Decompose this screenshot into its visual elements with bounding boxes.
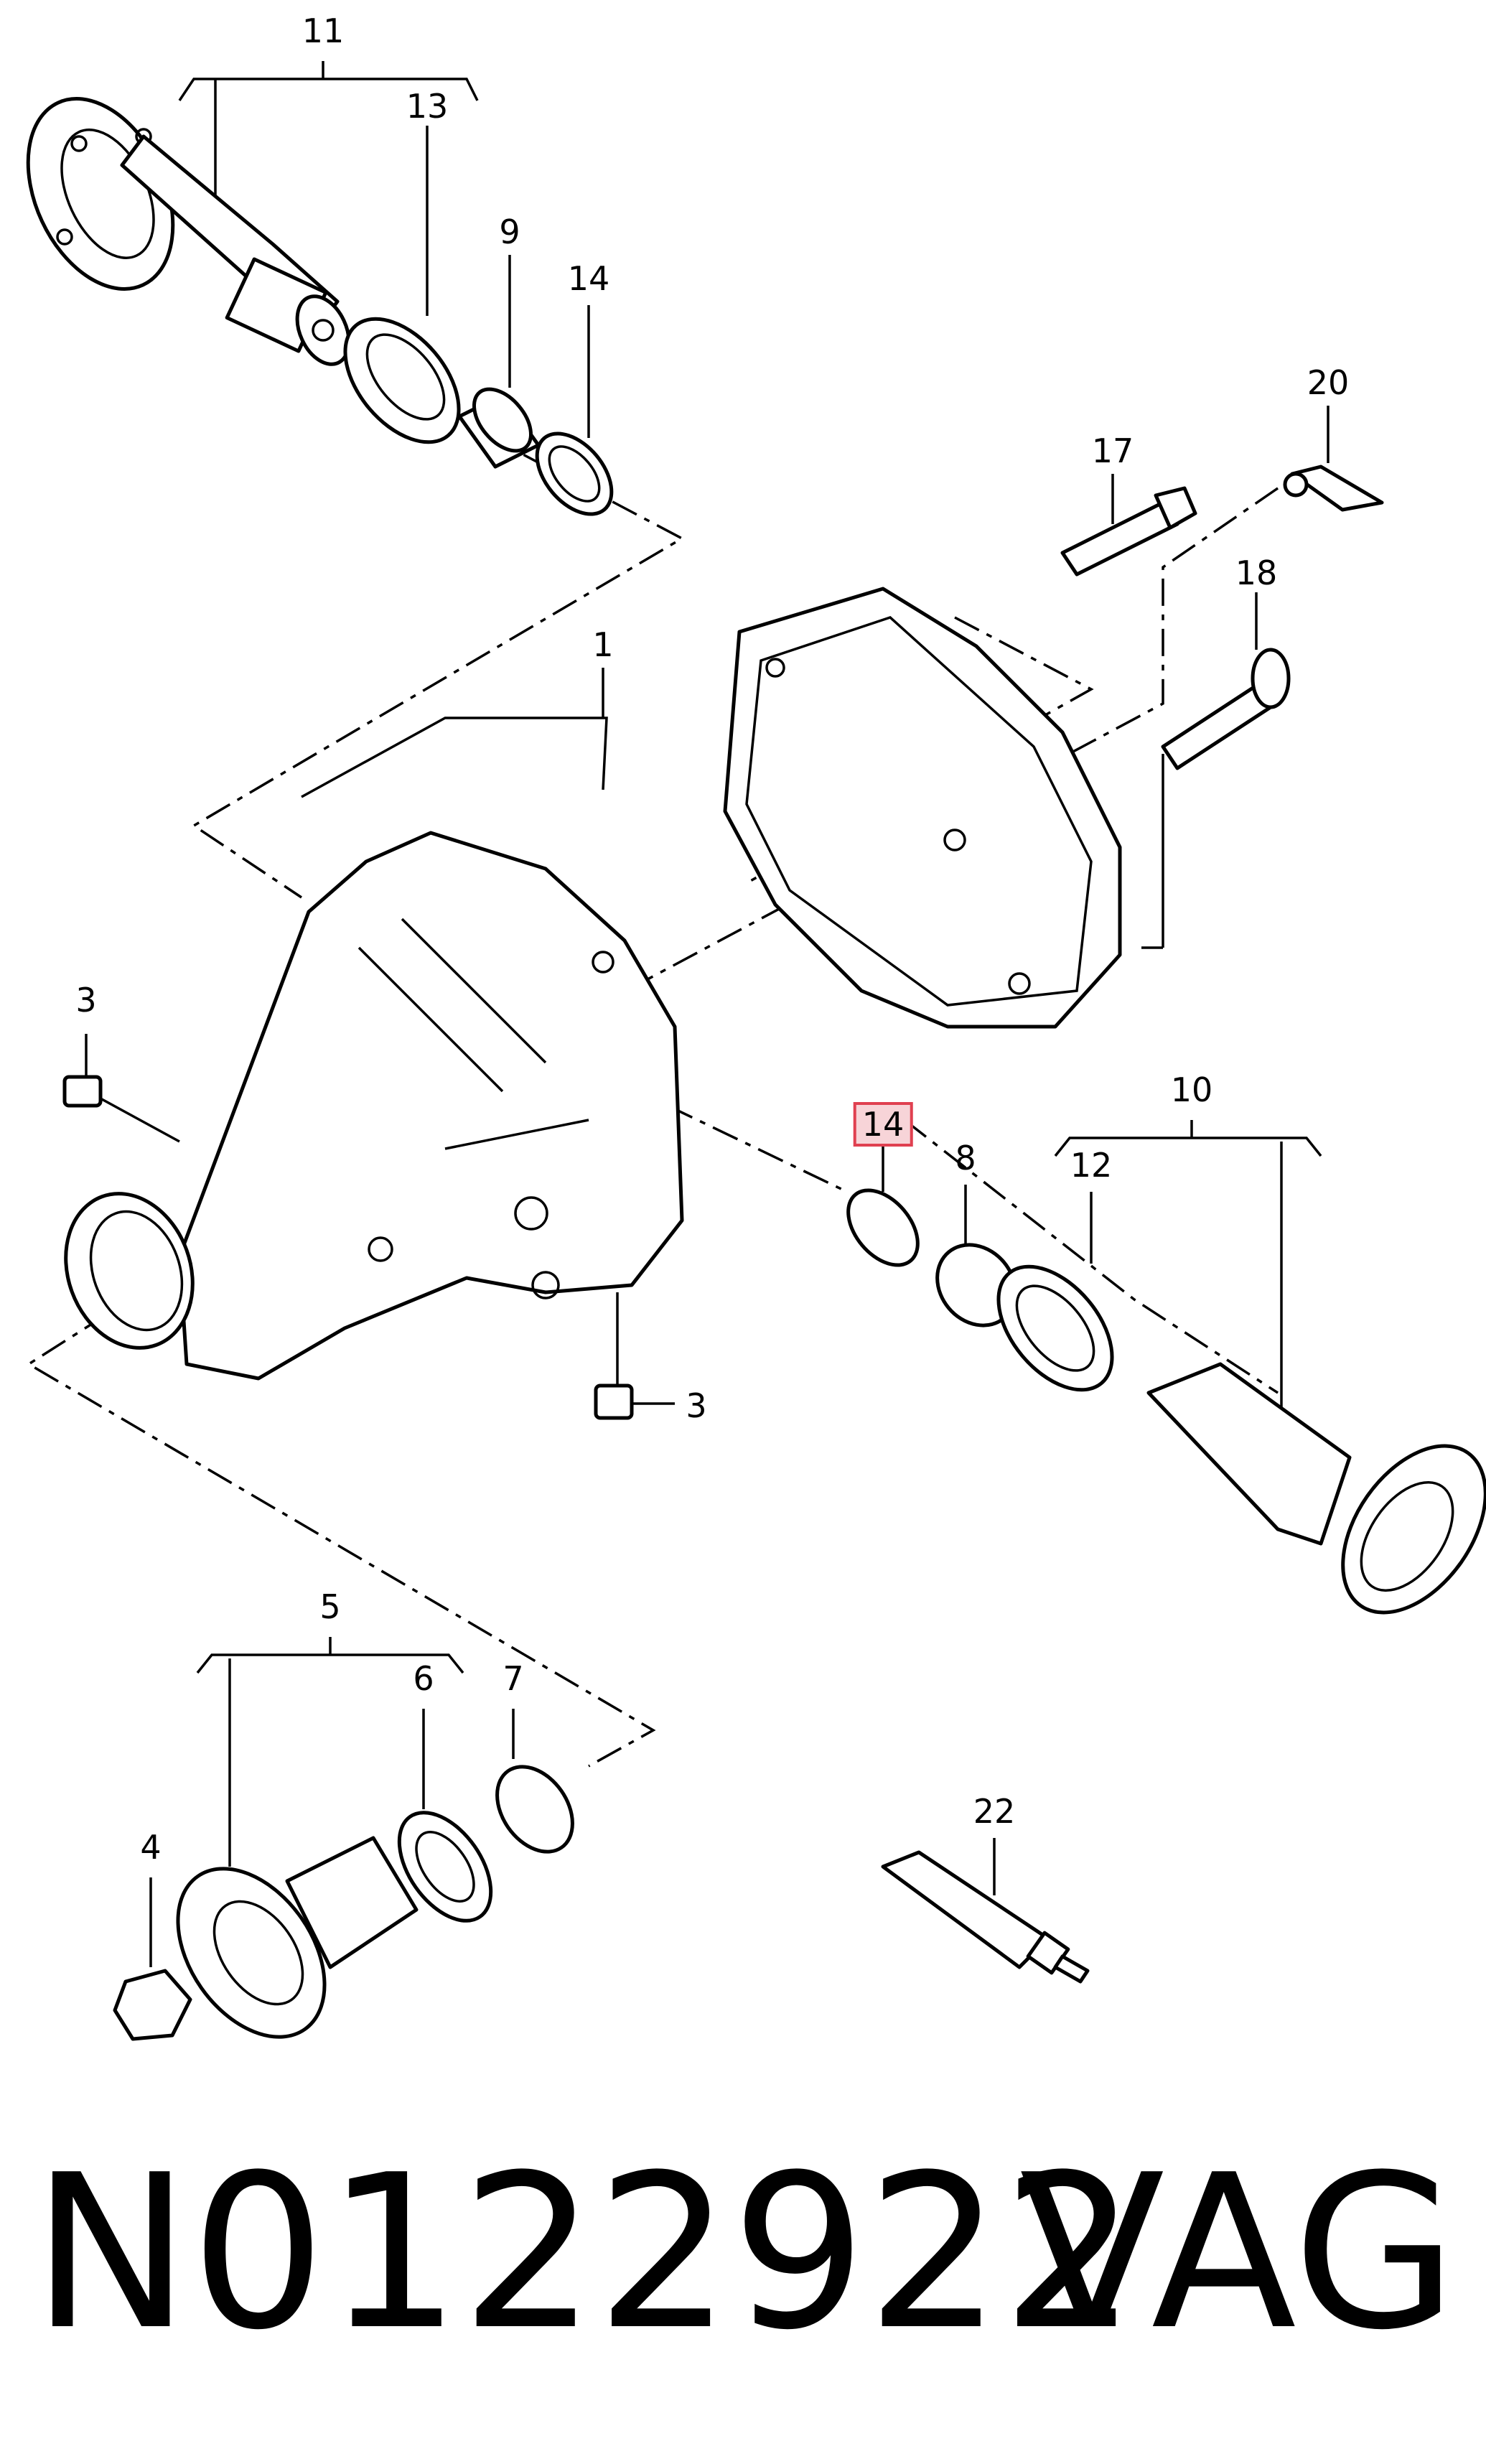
part-number-label: N0122922 — [32, 2129, 1137, 2376]
callout-5: 5 — [319, 1587, 341, 1626]
top-seal-stack — [343, 317, 614, 516]
part-22-grease-tube — [881, 1838, 1090, 1984]
part-11-flange-shaft — [26, 97, 351, 366]
callout-9: 9 — [499, 213, 520, 251]
callout-18: 18 — [1235, 554, 1278, 592]
callout-3: 3 — [75, 981, 97, 1019]
pinion-flange-stack — [113, 1709, 574, 2041]
right-shaft-stack — [846, 1142, 1486, 1615]
callout-10: 10 — [1170, 1070, 1213, 1109]
part-3-plugs — [62, 1034, 675, 1420]
leader-lines — [426, 126, 604, 718]
callout-1: 1 — [592, 625, 614, 664]
bolts-and-vent — [1060, 406, 1384, 770]
callout-14-highlighted[interactable]: 14 — [853, 1102, 913, 1147]
brand-label: VAG — [1019, 2129, 1458, 2376]
callout-20: 20 — [1307, 363, 1350, 402]
callout-3: 3 — [686, 1386, 707, 1425]
group-brackets — [178, 61, 1322, 1867]
part-1-differential-housing — [64, 587, 1122, 1381]
callout-6: 6 — [413, 1659, 434, 1698]
callout-22: 22 — [973, 1792, 1016, 1831]
callout-12: 12 — [1070, 1146, 1113, 1185]
callout-11: 11 — [302, 11, 345, 50]
callout-7: 7 — [503, 1659, 524, 1698]
callout-14: 14 — [567, 259, 610, 298]
callout-13: 13 — [406, 87, 449, 126]
callout-17: 17 — [1091, 431, 1134, 470]
callout-4: 4 — [140, 1828, 162, 1867]
callout-8: 8 — [955, 1139, 976, 1177]
